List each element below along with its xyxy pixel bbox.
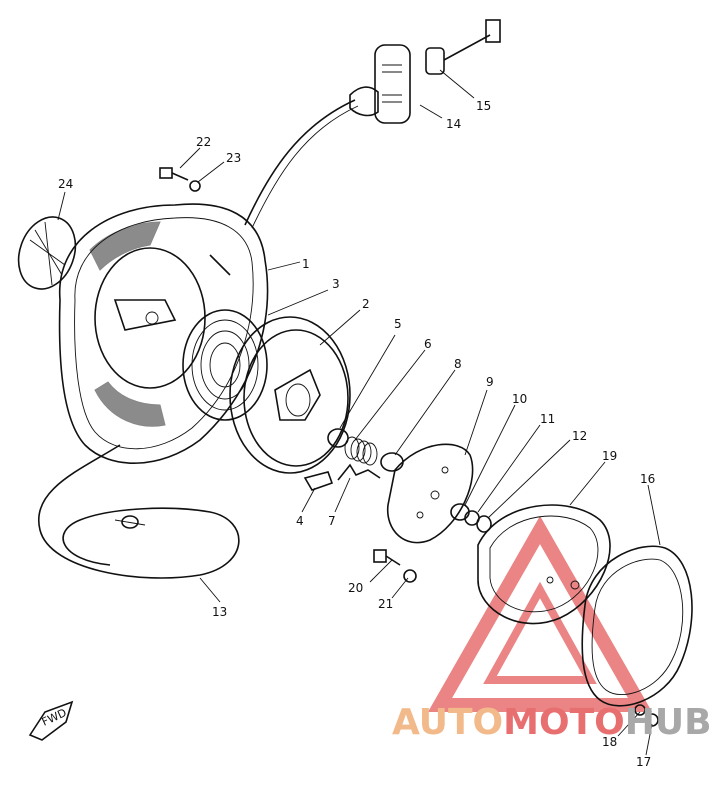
rope-handle [114,519,146,526]
washer-23 [189,180,201,192]
callout-16: 16 [640,472,655,486]
leader-lines [57,69,661,756]
cable [244,99,356,226]
callout-5: 5 [394,317,402,331]
callout-3: 3 [332,277,340,291]
bolt-22 [159,167,189,181]
collar [425,19,501,75]
callout-2: 2 [362,297,370,311]
starter-rope [37,444,240,579]
pulley-cover [477,504,611,625]
callout-14: 14 [446,117,461,131]
callout-13: 13 [212,605,227,619]
callout-23: 23 [226,151,241,165]
callout-24: 24 [58,177,73,191]
starter-case [58,203,269,464]
callout-8: 8 [454,357,462,371]
callout-21: 21 [378,597,393,611]
callout-20: 20 [348,581,363,595]
callout-7: 7 [328,514,336,528]
callout-10: 10 [512,392,527,406]
grille-24 [17,216,77,290]
washer-5 [327,428,349,448]
return-spring [337,463,381,481]
drive-plate [387,443,474,544]
washer-18 [634,704,646,716]
clip-8 [380,452,404,472]
callout-17: 17 [636,755,651,769]
callout-18: 18 [602,735,617,749]
watermark-logo [427,515,653,712]
spiral-spring [182,309,268,421]
callout-1: 1 [302,257,310,271]
callout-15: 15 [476,99,491,113]
nut-12 [476,515,492,533]
coil-spring [344,436,378,466]
callout-12: 12 [572,429,587,443]
callout-9: 9 [486,375,494,389]
callout-22: 22 [196,135,211,149]
grip [349,44,411,124]
callout-6: 6 [424,337,432,351]
gasket-16 [581,545,693,707]
bolt-20 [373,549,401,566]
fwd-arrow-icon: FWD [28,700,74,741]
fwd-label: FWD [40,706,69,729]
reel [229,316,351,474]
callout-11: 11 [540,412,555,426]
watermark-text: AUTOMOTOHUB [392,702,712,743]
callout-19: 19 [602,449,617,463]
callout-4: 4 [296,514,304,528]
pawl [303,471,334,491]
watermark-auto: AUTOMOTOHUB [392,702,712,743]
washer-21 [403,569,417,583]
callout-labels: 1 2 3 4 5 6 7 8 9 10 11 12 13 14 15 16 1… [58,99,655,769]
